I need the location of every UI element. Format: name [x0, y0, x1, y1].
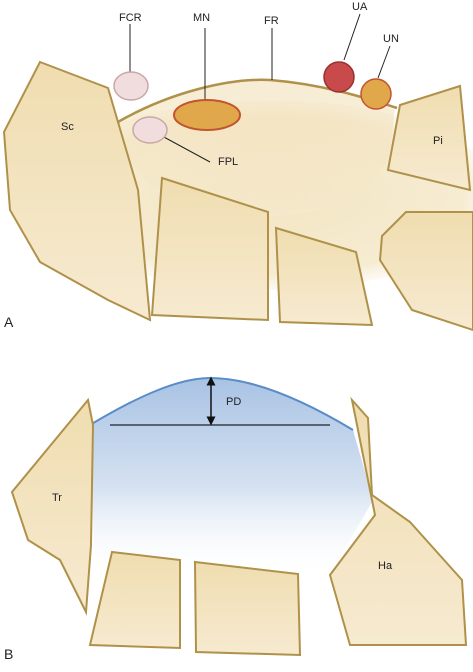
label-fr: FR	[264, 15, 279, 27]
label-un: UN	[383, 33, 399, 45]
label-pd: PD	[226, 396, 241, 408]
hamate-bone-a	[378, 211, 473, 332]
fpl-tendon	[132, 116, 168, 144]
ulnar-artery	[323, 61, 355, 93]
pisiform-bone	[386, 84, 472, 192]
un-leader	[377, 45, 391, 79]
bone-b-lower-left	[88, 550, 181, 650]
trapezium-bone-b	[10, 397, 95, 616]
trapezium-bone-a	[150, 176, 269, 322]
ua-leader	[343, 13, 361, 61]
scaphoid-bone	[2, 60, 152, 322]
label-fcr: FCR	[119, 12, 142, 24]
label-sc: Sc	[61, 121, 74, 133]
label-tr: Tr	[52, 492, 62, 504]
ulnar-nerve	[360, 78, 392, 110]
hamate-bone-b	[328, 396, 468, 646]
panel-b-letter: B	[4, 646, 13, 662]
panel-b: PD Tr Ha B	[4, 376, 468, 662]
carpal-tunnel-canal	[90, 378, 373, 580]
label-ua: UA	[352, 1, 368, 13]
label-fpl: FPL	[218, 156, 238, 168]
fpl-leader	[161, 135, 211, 163]
fcr-tendon	[113, 71, 149, 101]
panel-a-letter: A	[4, 314, 14, 330]
panel-a: FCR MN FR UA UN Sc Pi FPL A	[2, 1, 473, 332]
label-pi: Pi	[433, 135, 443, 147]
label-mn: MN	[193, 12, 210, 24]
median-nerve	[173, 99, 241, 131]
capitate-bone-a	[274, 226, 374, 327]
label-ha: Ha	[378, 560, 393, 572]
flexor-retinaculum	[117, 78, 398, 124]
bone-b-lower-middle	[193, 560, 302, 657]
